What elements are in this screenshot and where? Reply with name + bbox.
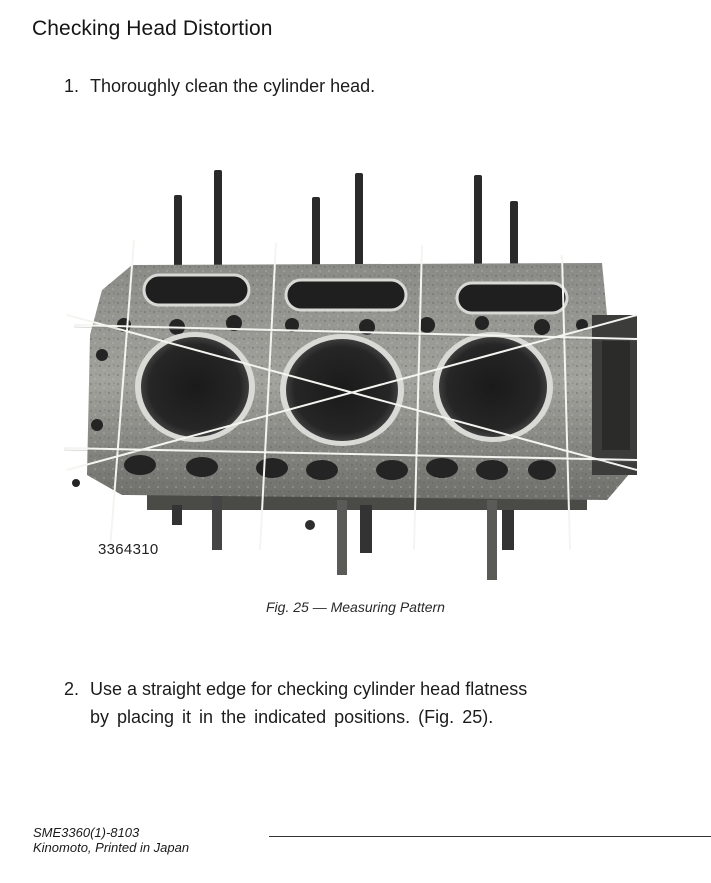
cylinder-head-photo — [62, 165, 642, 590]
document-code: SME3360(1)-8103 — [33, 825, 140, 840]
step-2-number: 2. — [64, 679, 80, 699]
photo-reference-number: 3364310 — [98, 541, 159, 558]
step-1: 1. Thoroughly clean the cylinder head. — [64, 72, 375, 100]
figure-caption: Fig. 25 — Measuring Pattern — [266, 599, 445, 615]
step-2: 2. Use a straight edge for checking cylin… — [64, 675, 704, 731]
head-studs — [174, 170, 518, 270]
combustion-chambers — [135, 332, 553, 446]
step-2-text-line2: by placing it in the indicated positions… — [90, 707, 494, 727]
section-heading: Checking Head Distortion — [32, 17, 273, 40]
measuring-lines — [63, 239, 638, 551]
page-footer: SME3360(1)-8103 Kinomoto, Printed in Jap… — [33, 825, 189, 855]
step-1-text: Thoroughly clean the cylinder head. — [90, 76, 376, 96]
step-2-text-line1: Use a straight edge for checking cylinde… — [90, 679, 528, 699]
footer-divider — [269, 836, 711, 837]
printer-imprint: Kinomoto, Printed in Japan — [33, 840, 190, 855]
step-1-number: 1. — [64, 76, 80, 96]
